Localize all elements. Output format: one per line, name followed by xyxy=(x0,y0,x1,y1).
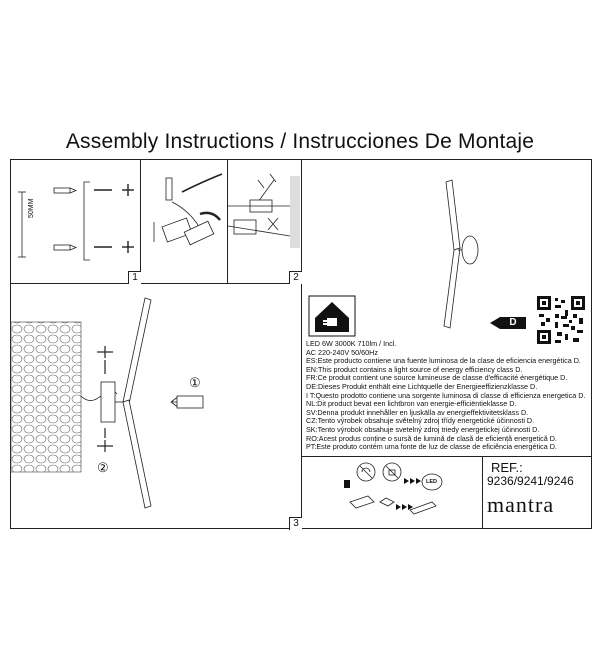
led-icon-label: LED xyxy=(426,479,437,485)
no-bulb-replace-icon xyxy=(344,462,443,515)
ref-codes: 9236/9241/9246 xyxy=(487,474,574,488)
energy-information: LED 6W 3000K 710lm / Incl. AC 220-240V 5… xyxy=(306,339,596,452)
step-1-marker: ① xyxy=(189,375,201,390)
statement-nl: NL:Dit product bevat een lichtbron van e… xyxy=(306,399,517,409)
panel-3-illustration xyxy=(10,297,204,509)
statement-en: EN:This product contains a light source … xyxy=(306,364,523,374)
statement-sk: SK:Tento výrobok obsahuje svetelný zdroj… xyxy=(306,424,540,434)
statement-de: DE:Dieses Produkt enthält eine Lichtquel… xyxy=(306,381,538,391)
statement-pt: PT:Este produto contém uma fonte de luz … xyxy=(306,442,557,452)
statement-es: ES:Este producto contiene una fuente lum… xyxy=(306,356,581,366)
panel-2-cable xyxy=(227,173,300,248)
statement-ro: RO:Acest produs conține o sursă de lumin… xyxy=(306,433,557,443)
panel-1-hardware xyxy=(18,181,134,261)
brand-logo: mantra xyxy=(487,492,555,517)
product-lamp-drawing xyxy=(443,179,479,329)
divider xyxy=(301,159,302,529)
step-2-marker: ② xyxy=(97,460,109,475)
panel-number-3: 3 xyxy=(289,517,302,530)
dimension-label: 50MM xyxy=(28,198,35,218)
ref-label: REF.: xyxy=(491,460,523,475)
spec-line: AC 220-240V 50/60Hz xyxy=(306,347,378,357)
panel-number-2: 2 xyxy=(289,271,302,284)
divider xyxy=(227,159,228,284)
panel-number-1: 1 xyxy=(128,271,141,284)
statement-fr: FR:Ce produit contient une source lumine… xyxy=(306,373,568,383)
statement-sv: SV:Denna produkt innehåller en ljuskälla… xyxy=(306,407,529,417)
divider xyxy=(140,159,141,284)
statement-it: I T:Questo prodotto contiene una sorgent… xyxy=(306,390,586,400)
energy-class-badge: D xyxy=(490,317,526,329)
divider xyxy=(10,283,302,284)
divider xyxy=(301,456,592,457)
panel-2-wiring xyxy=(153,173,223,246)
house-plug-icon xyxy=(308,295,356,337)
spec-line: LED 6W 3000K 710lm / Incl. xyxy=(306,339,397,348)
statement-cz: CZ:Tento výrobek obsahuje světelný zdroj… xyxy=(306,416,535,426)
page-title: Assembly Instructions / Instrucciones De… xyxy=(65,130,535,153)
qr-code-icon xyxy=(537,296,585,344)
divider xyxy=(482,456,483,529)
